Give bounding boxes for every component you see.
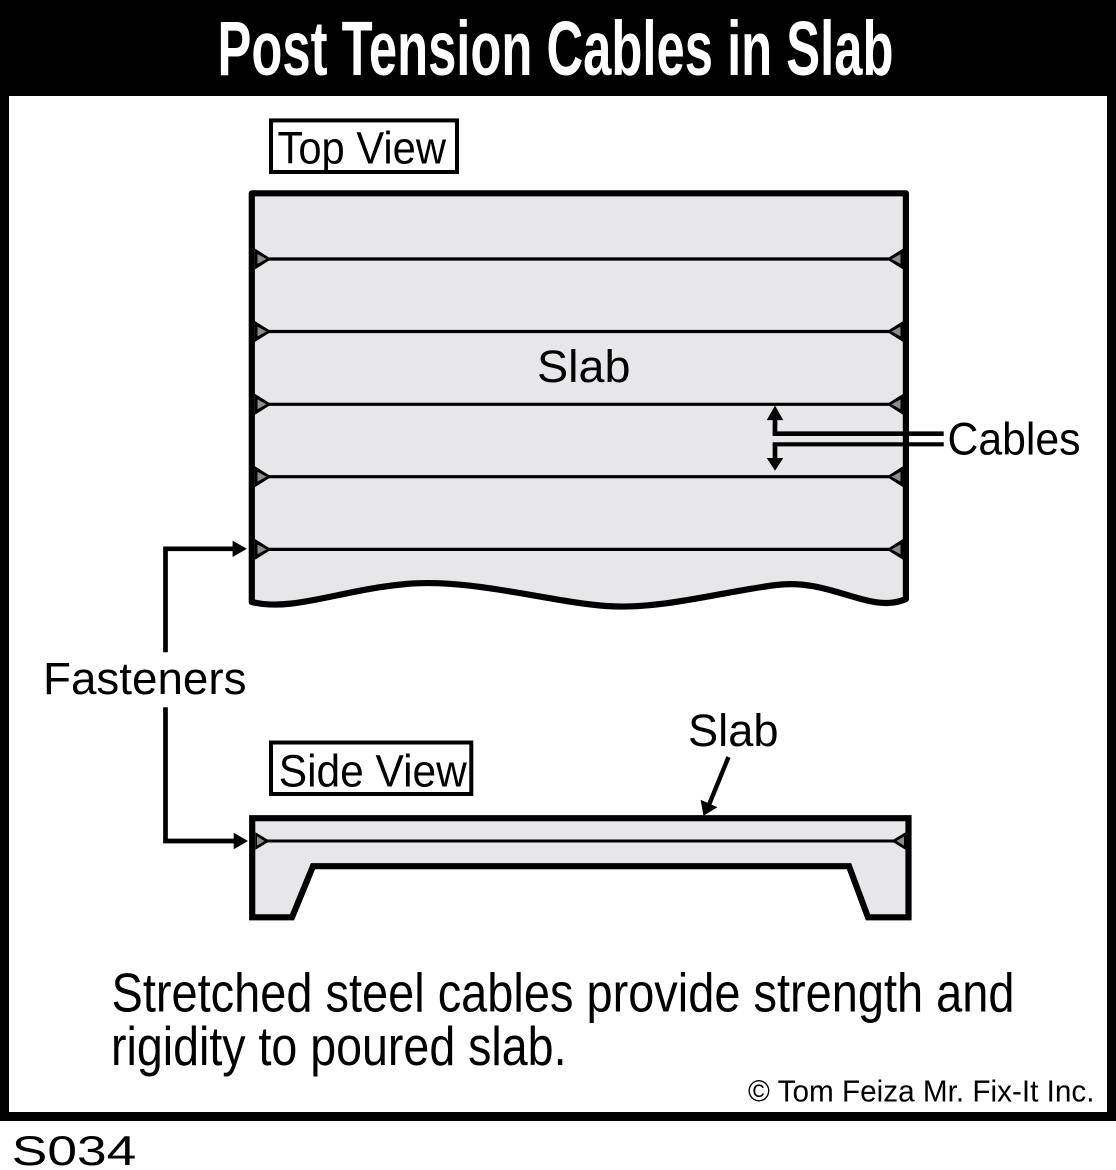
svg-text:Slab: Slab xyxy=(537,341,631,392)
svg-text:Fasteners: Fasteners xyxy=(43,653,247,704)
svg-text:Top View: Top View xyxy=(278,123,447,174)
svg-text:Stretched steel cables provide: Stretched steel cables provide strength … xyxy=(112,961,1015,1023)
svg-text:Side View: Side View xyxy=(279,745,467,796)
svg-text:rigidity to poured slab.: rigidity to poured slab. xyxy=(111,1015,567,1077)
svg-text:Cables: Cables xyxy=(948,414,1081,465)
svg-text:Slab: Slab xyxy=(688,705,779,756)
svg-text:Post Tension Cables in Slab: Post Tension Cables in Slab xyxy=(218,6,894,92)
svg-text:© Tom Feiza Mr. Fix-It Inc.: © Tom Feiza Mr. Fix-It Inc. xyxy=(748,1073,1095,1108)
svg-text:S034: S034 xyxy=(12,1127,137,1170)
